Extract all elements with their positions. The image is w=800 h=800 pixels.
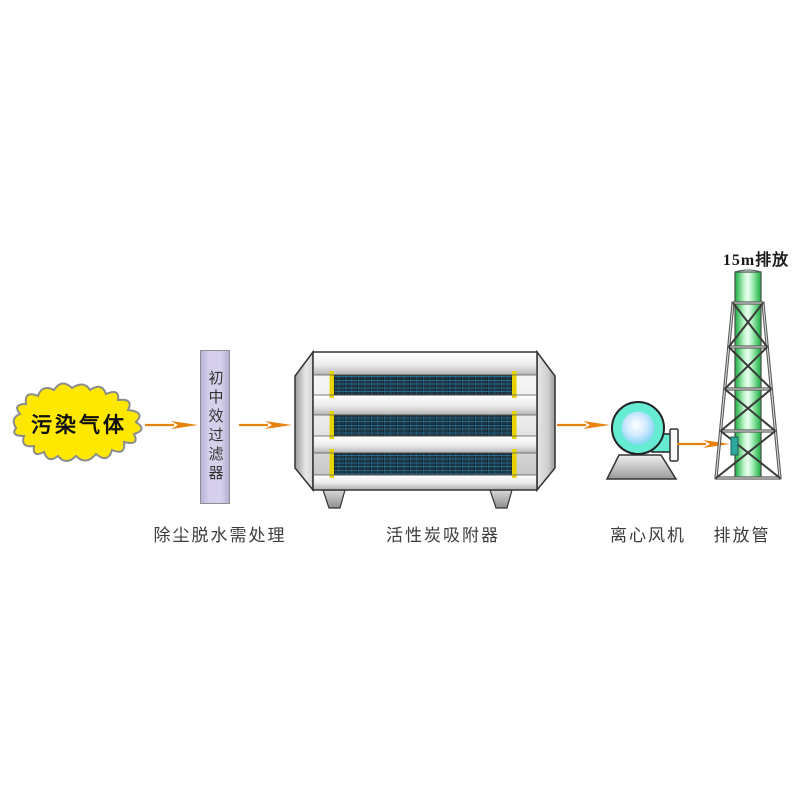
carbon-band-3	[333, 452, 513, 476]
fan-inlet-eye	[621, 411, 655, 445]
stack-height-note: 15m排放	[722, 252, 790, 269]
filter-unit: 初中效过滤器	[200, 350, 230, 504]
flow-arrow-2	[239, 421, 292, 429]
arrow-head	[583, 421, 610, 429]
fan-unit	[605, 401, 679, 480]
stack-pipe-top	[734, 269, 762, 273]
flow-arrow-3	[557, 421, 610, 429]
polluted-gas-label: 污染气体	[31, 413, 127, 437]
adsorber-leg-left	[322, 489, 346, 509]
metal-strip	[314, 436, 536, 453]
adsorber-unit	[294, 350, 556, 509]
adsorber-leg-right	[489, 489, 513, 509]
metal-strip	[314, 395, 536, 415]
stack-caption: 排放管	[713, 526, 771, 545]
arrow-head	[265, 421, 292, 429]
cloud-icon	[12, 382, 143, 462]
adsorber-right-cap	[536, 350, 556, 493]
adsorber-caption: 活性炭吸附器	[386, 526, 500, 545]
filter-label: 初中效过滤器	[206, 370, 223, 484]
stack-truss	[714, 301, 782, 480]
flow-arrow-4	[677, 440, 730, 448]
arrow-head	[703, 440, 730, 448]
exhaust-stack	[714, 269, 782, 480]
carbon-band-2	[333, 414, 513, 437]
metal-strip	[314, 475, 536, 489]
adsorber-left-cap	[294, 350, 314, 493]
fan-base	[605, 454, 678, 480]
panel-seams	[313, 374, 537, 476]
pretreat-caption: 除尘脱水需处理	[153, 526, 287, 545]
fan-caption: 离心风机	[610, 526, 686, 545]
metal-strip	[314, 353, 536, 375]
polluted-gas-node: 污染气体	[8, 378, 150, 470]
cloud-shape	[12, 382, 143, 462]
carbon-band-1	[333, 374, 513, 396]
arrow-head	[171, 421, 198, 429]
flow-arrow-1	[145, 421, 198, 429]
yellow-clamp-strips	[329, 371, 517, 478]
stack-inlet-port	[730, 436, 739, 456]
truss-x-braces	[715, 302, 781, 479]
